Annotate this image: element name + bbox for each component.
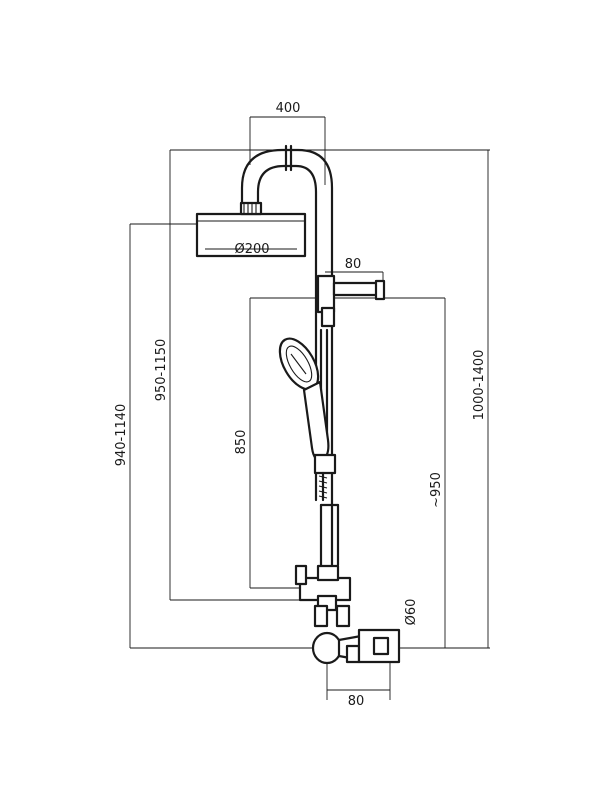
dimension-lines <box>129 116 489 691</box>
outlet-to-head-label: 950-1150 <box>154 339 169 402</box>
hand-shower-height-label: 850 <box>234 430 249 455</box>
bracket-height-label: ~950 <box>429 472 444 508</box>
head-diameter-label: Ø200 <box>234 242 269 257</box>
bottom-depth-label: 80 <box>348 694 365 709</box>
dimension-labels: 400 Ø200 80 80 Ø60 1000-1400 950-1150 94… <box>114 101 487 709</box>
mixer-body <box>294 564 401 665</box>
extension-lines <box>130 117 490 700</box>
column-total-label: 1000-1400 <box>472 350 487 421</box>
bottom-to-head-label: 940-1140 <box>114 404 129 467</box>
shower-arm <box>240 144 334 602</box>
outlet-diameter-label: Ø60 <box>404 599 419 626</box>
arm-reach-label: 400 <box>276 101 301 116</box>
rain-shower-head <box>195 201 307 258</box>
bracket-depth-label: 80 <box>345 257 362 272</box>
wall-bracket <box>316 274 386 328</box>
hand-shower <box>278 337 337 502</box>
